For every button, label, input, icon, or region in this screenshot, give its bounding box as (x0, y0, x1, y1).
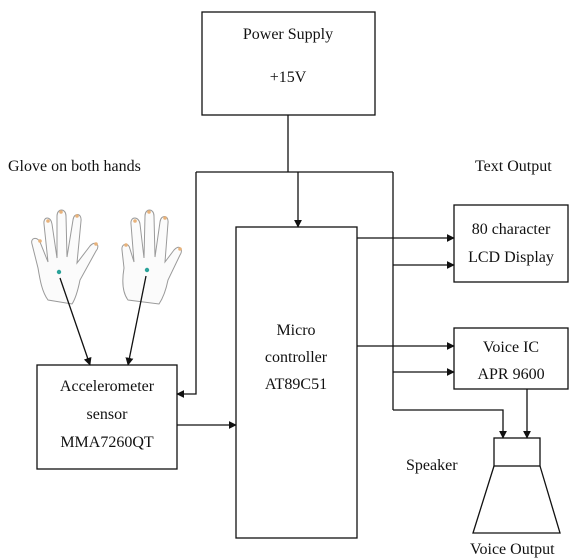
power-supply-title: Power Supply (243, 26, 333, 43)
speaker-label: Speaker (406, 457, 458, 474)
text-output-caption: Text Output (475, 158, 552, 175)
accelerometer-line2: sensor (87, 406, 129, 423)
power-supply-block: Power Supply +15V (201, 11, 376, 116)
voice-ic-line1: Voice IC (483, 339, 539, 356)
voice-ic-line2: APR 9600 (477, 366, 544, 383)
power-supply-voltage: +15V (270, 69, 307, 86)
speaker-icon (472, 437, 561, 534)
accelerometer-line1: Accelerometer (60, 378, 155, 395)
connections (59, 115, 531, 439)
accelerometer-block: Accelerometer sensor MMA7260QT (36, 364, 178, 470)
voice-ic-block: Voice IC APR 9600 (453, 327, 569, 390)
right-glove-image (121, 209, 182, 305)
left-glove-image (31, 209, 99, 305)
arrow-power-to-speaker (393, 409, 507, 439)
voice-output-caption: Voice Output (470, 541, 555, 558)
lcd-display-block: 80 character LCD Display (453, 204, 569, 283)
glove-caption: Glove on both hands (8, 158, 141, 175)
lcd-line2: LCD Display (468, 249, 554, 266)
arrow-right-glove-to-accelerometer (125, 275, 147, 366)
microcontroller-line1: Micro (276, 322, 315, 339)
microcontroller-line3: AT89C51 (265, 376, 327, 393)
microcontroller-block: Micro controller AT89C51 (235, 226, 358, 539)
lcd-line1: 80 character (472, 221, 551, 238)
arrow-left-glove-to-accelerometer (59, 277, 92, 366)
arrow-power-to-accelerometer (176, 172, 197, 398)
accelerometer-line3: MMA7260QT (60, 434, 154, 451)
microcontroller-line2: controller (265, 349, 328, 366)
